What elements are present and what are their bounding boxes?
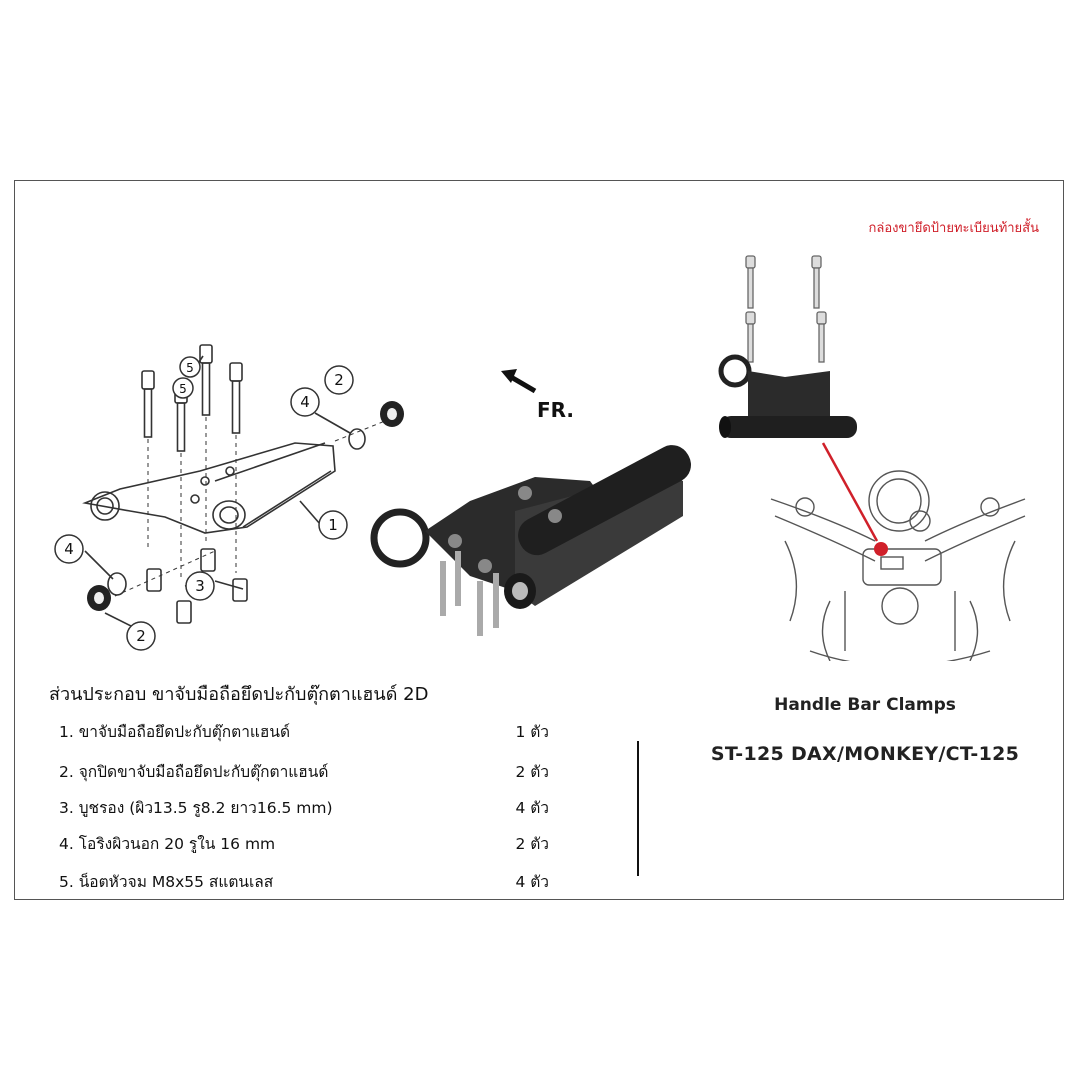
callout-label: 5 xyxy=(179,382,187,396)
list-item: 1. ขาจับมือถือยึดปะกับตุ๊กตาแฮนด์ 1 ตัว xyxy=(59,719,549,744)
list-item: 5. น็อตหัวจม M8x55 สแตนเลส 4 ตัว xyxy=(59,869,549,894)
part-name: 3. บูชรอง (ผิว13.5 รู8.2 ยาว16.5 mm) xyxy=(59,799,333,817)
part-name: 5. น็อตหัวจม M8x55 สแตนเลส xyxy=(59,873,274,891)
list-item: 2. จุกปิดขาจับมือถือยึดปะกับตุ๊กตาแฮนด์ … xyxy=(59,759,549,784)
diagram-sheet: กล่องขายึดป้ายทะเบียนท้ายสั้น xyxy=(14,180,1064,900)
callout-label: 4 xyxy=(64,540,74,558)
callout-label: 1 xyxy=(328,516,338,534)
pointer-line xyxy=(821,442,879,542)
callout-label: 5 xyxy=(186,361,194,375)
clamp-photo xyxy=(718,255,857,438)
parts-title: ส่วนประกอบ ขาจับมือถือยึดปะกับตุ๊กตาแฮนด… xyxy=(49,684,429,705)
bracket-render xyxy=(370,445,691,636)
direction-label: FR. xyxy=(537,398,574,422)
mount-point-marker xyxy=(874,542,888,556)
model-label: ST-125 DAX/MONKEY/CT-125 xyxy=(710,743,1020,765)
part-qty: 2 ตัว xyxy=(515,835,549,853)
callout-label: 2 xyxy=(136,627,146,645)
callout-label: 3 xyxy=(195,577,205,595)
part-qty: 2 ตัว xyxy=(515,763,549,781)
part-qty: 1 ตัว xyxy=(515,723,549,741)
callout-label: 4 xyxy=(300,393,310,411)
callout-label: 2 xyxy=(334,371,344,389)
part-qty: 4 ตัว xyxy=(515,873,549,891)
divider xyxy=(637,741,639,876)
exploded-view: 1 2 2 3 4 4 5 5 FR. xyxy=(54,255,1026,661)
part-name: 1. ขาจับมือถือยึดปะกับตุ๊กตาแฮนด์ xyxy=(59,723,291,741)
list-item: 4. โอริงผิวนอก 20 รูใน 16 mm 2 ตัว xyxy=(59,831,549,856)
end-cap-drawing xyxy=(87,401,404,611)
product-title: Handle Bar Clamps xyxy=(774,695,956,715)
red-note: กล่องขายึดป้ายทะเบียนท้ายสั้น xyxy=(868,221,1039,236)
part-name: 4. โอริงผิวนอก 20 รูใน 16 mm xyxy=(59,835,276,853)
bracket-drawing xyxy=(82,442,336,534)
part-name: 2. จุกปิดขาจับมือถือยึดปะกับตุ๊กตาแฮนด์ xyxy=(59,763,329,781)
list-item: 3. บูชรอง (ผิว13.5 รู8.2 ยาว16.5 mm) 4 ต… xyxy=(59,795,549,820)
oring-drawing xyxy=(348,428,366,450)
part-qty: 4 ตัว xyxy=(515,799,549,817)
handlebar-photo xyxy=(770,470,1026,661)
spacer-drawing xyxy=(146,548,248,624)
front-arrow: FR. xyxy=(501,369,574,422)
